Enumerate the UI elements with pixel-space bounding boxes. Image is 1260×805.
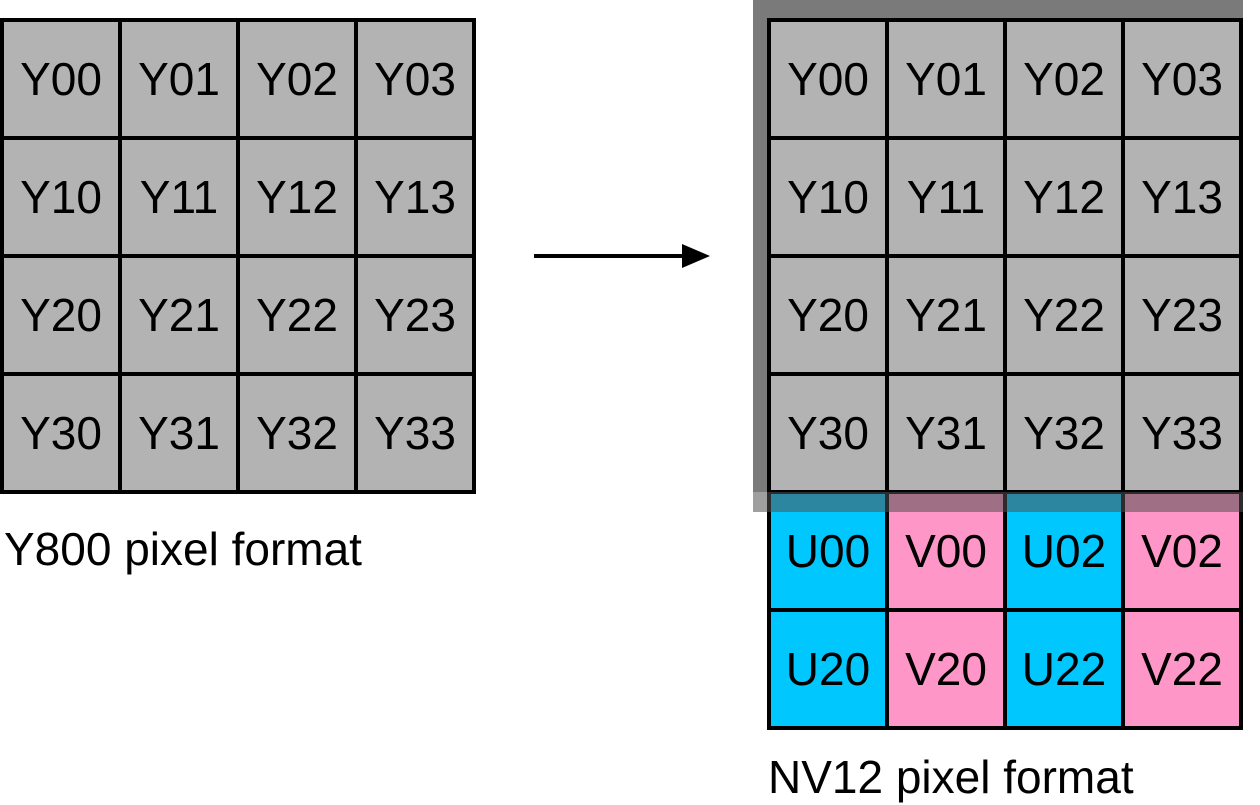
y800-cell: Y31 <box>118 372 240 494</box>
nv12-v-cell: V02 <box>1121 490 1243 612</box>
nv12-y-row: Y10 Y11 Y12 Y13 <box>767 136 1243 258</box>
nv12-u-cell: U02 <box>1003 490 1125 612</box>
nv12-y-cell: Y00 <box>767 18 889 140</box>
y800-cell: Y21 <box>118 254 240 376</box>
nv12-y-cell: Y10 <box>767 136 889 258</box>
y800-cell: Y00 <box>0 18 122 140</box>
nv12-uv-grid: U00 V00 U02 V02 U20 V20 U22 V22 <box>767 490 1243 730</box>
y800-row: Y00 Y01 Y02 Y03 <box>0 18 476 140</box>
nv12-y-cell: Y21 <box>885 254 1007 376</box>
nv12-y-row: Y20 Y21 Y22 Y23 <box>767 254 1243 376</box>
nv12-y-grid: Y00 Y01 Y02 Y03 Y10 Y11 Y12 Y13 Y20 Y21 … <box>767 18 1243 494</box>
y800-cell: Y11 <box>118 136 240 258</box>
y800-cell: Y02 <box>236 18 358 140</box>
y800-cell: Y32 <box>236 372 358 494</box>
y800-cell: Y33 <box>354 372 476 494</box>
nv12-y-cell: Y03 <box>1121 18 1243 140</box>
y800-row: Y20 Y21 Y22 Y23 <box>0 254 476 376</box>
arrow-right-icon <box>534 244 710 268</box>
nv12-y-cell: Y33 <box>1121 372 1243 494</box>
nv12-y-cell: Y20 <box>767 254 889 376</box>
nv12-u-cell: U00 <box>767 490 889 612</box>
y800-cell: Y01 <box>118 18 240 140</box>
y800-cell: Y30 <box>0 372 122 494</box>
nv12-y-cell: Y23 <box>1121 254 1243 376</box>
y800-cell: Y13 <box>354 136 476 258</box>
nv12-y-cell: Y32 <box>1003 372 1125 494</box>
nv12-y-cell: Y13 <box>1121 136 1243 258</box>
nv12-uv-row: U20 V20 U22 V22 <box>767 608 1243 730</box>
y800-cell: Y12 <box>236 136 358 258</box>
nv12-u-cell: U20 <box>767 608 889 730</box>
nv12-y-cell: Y11 <box>885 136 1007 258</box>
nv12-y-row: Y00 Y01 Y02 Y03 <box>767 18 1243 140</box>
y800-cell: Y20 <box>0 254 122 376</box>
nv12-y-cell: Y12 <box>1003 136 1125 258</box>
nv12-v-cell: V20 <box>885 608 1007 730</box>
nv12-u-cell: U22 <box>1003 608 1125 730</box>
nv12-v-cell: V22 <box>1121 608 1243 730</box>
y800-cell: Y03 <box>354 18 476 140</box>
y800-cell: Y23 <box>354 254 476 376</box>
nv12-y-cell: Y22 <box>1003 254 1125 376</box>
nv12-y-row: Y30 Y31 Y32 Y33 <box>767 372 1243 494</box>
nv12-y-cell: Y02 <box>1003 18 1125 140</box>
nv12-caption: NV12 pixel format <box>768 751 1134 803</box>
y800-cell: Y22 <box>236 254 358 376</box>
nv12-uv-row: U00 V00 U02 V02 <box>767 490 1243 612</box>
nv12-y-cell: Y30 <box>767 372 889 494</box>
nv12-y-cell: Y31 <box>885 372 1007 494</box>
nv12-y-cell: Y01 <box>885 18 1007 140</box>
y800-cell: Y10 <box>0 136 122 258</box>
y800-row: Y10 Y11 Y12 Y13 <box>0 136 476 258</box>
y800-grid: Y00 Y01 Y02 Y03 Y10 Y11 Y12 Y13 Y20 Y21 … <box>0 18 476 494</box>
nv12-v-cell: V00 <box>885 490 1007 612</box>
y800-row: Y30 Y31 Y32 Y33 <box>0 372 476 494</box>
y800-caption: Y800 pixel format <box>4 523 362 575</box>
